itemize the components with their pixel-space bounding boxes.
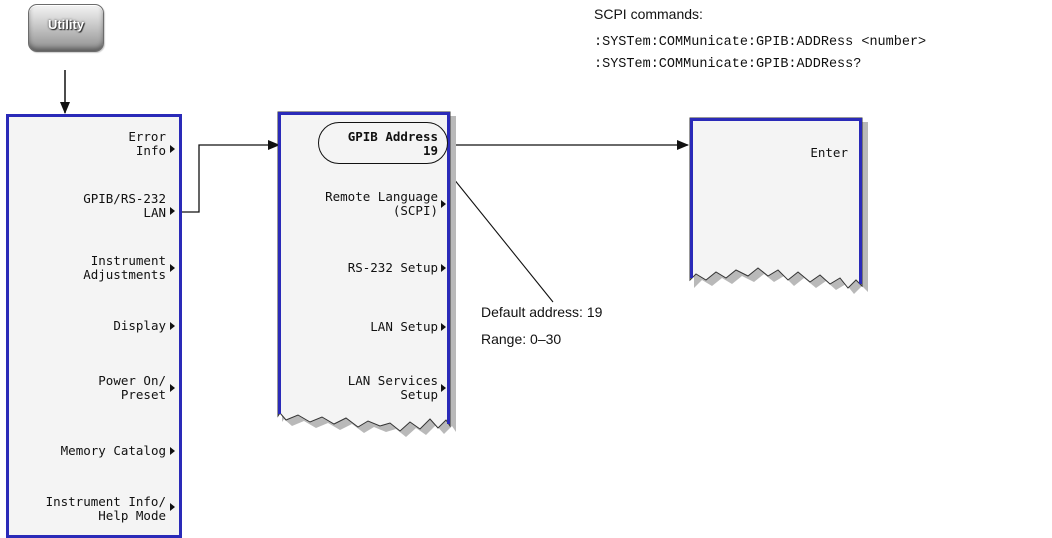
softkey-memory-catalog[interactable]: Memory Catalog xyxy=(61,444,166,458)
default-address-note: Default address: 19 xyxy=(481,304,603,320)
softkey-power-line2: Preset xyxy=(120,387,166,402)
submenu-arrow-icon xyxy=(170,207,175,215)
softkey-rs232-setup[interactable]: RS-232 Setup xyxy=(348,261,438,275)
softkey-info-line2: Help Mode xyxy=(98,508,166,523)
softkey-gpib-address[interactable]: GPIB Address 19 xyxy=(348,130,438,158)
softkey-enter[interactable]: Enter xyxy=(688,146,848,160)
submenu-arrow-icon xyxy=(441,384,446,392)
utility-hardkey[interactable]: Utility xyxy=(28,4,104,52)
default-address-pointer xyxy=(444,167,554,303)
gpib-softkey-labels: GPIB Address 19 Remote Language (SCPI) R… xyxy=(276,110,452,430)
softkey-remote-language[interactable]: Remote Language (SCPI) xyxy=(325,190,438,218)
submenu-arrow-icon xyxy=(170,503,175,511)
scpi-command-query: :SYSTem:COMMunicate:GPIB:ADDRess? xyxy=(594,57,862,72)
softkey-instrument-info-help[interactable]: Instrument Info/ Help Mode xyxy=(46,495,166,523)
scpi-title: SCPI commands: xyxy=(594,6,703,22)
gpib-softkey-menu xyxy=(277,111,456,437)
utility-hardkey-label: Utility xyxy=(47,17,85,32)
softkey-error-info[interactable]: Error Info xyxy=(128,130,166,158)
gpib-address-value: 19 xyxy=(422,143,438,158)
enter-softkey-menu xyxy=(689,117,868,294)
range-note: Range: 0–30 xyxy=(481,331,562,347)
softkey-power-on-preset[interactable]: Power On/ Preset xyxy=(98,374,166,402)
gpib-menu-connector xyxy=(180,140,280,213)
gpib-address-highlight xyxy=(318,122,448,164)
softkey-lan-setup[interactable]: LAN Setup xyxy=(370,320,438,334)
lan-setup-label: LAN Setup xyxy=(370,319,438,334)
submenu-arrow-icon xyxy=(441,323,446,331)
softkey-gpib-line1: GPIB/RS-232 xyxy=(83,191,166,206)
submenu-arrow-icon xyxy=(441,264,446,272)
softkey-adjustments-line1: Instrument xyxy=(90,253,166,268)
softkey-gpib-rs232-lan[interactable]: GPIB/RS-232 LAN xyxy=(83,192,166,220)
softkey-display-label: Display xyxy=(113,318,166,333)
softkey-info-line1: Instrument Info/ xyxy=(45,494,166,509)
gpib-address-label: GPIB Address xyxy=(347,129,438,144)
submenu-arrow-icon xyxy=(170,264,175,272)
submenu-arrow-icon xyxy=(170,447,175,455)
lan-services-line2: Setup xyxy=(400,387,438,402)
enter-label: Enter xyxy=(810,145,848,160)
submenu-arrow-icon xyxy=(170,384,175,392)
remote-language-line1: Remote Language xyxy=(325,189,438,204)
scpi-command-set: :SYSTem:COMMunicate:GPIB:ADDRess <number… xyxy=(594,35,927,50)
softkey-instrument-adjustments[interactable]: Instrument Adjustments xyxy=(83,254,166,282)
softkey-error-info-line1: Error xyxy=(128,129,166,144)
softkey-error-info-line2: Info xyxy=(135,143,166,158)
lan-services-line1: LAN Services xyxy=(347,373,438,388)
submenu-arrow-icon xyxy=(441,200,446,208)
softkey-power-line1: Power On/ xyxy=(98,373,166,388)
submenu-arrow-icon xyxy=(170,145,175,153)
softkey-gpib-line2: LAN xyxy=(143,205,166,220)
remote-language-line2: (SCPI) xyxy=(392,203,438,218)
utility-softkey-menu xyxy=(6,114,182,538)
rs232-setup-label: RS-232 Setup xyxy=(347,260,438,275)
softkey-display[interactable]: Display xyxy=(113,319,166,333)
softkey-adjustments-line2: Adjustments xyxy=(83,267,166,282)
utility-softkey-labels: Error Info GPIB/RS-232 LAN Instrument Ad… xyxy=(6,114,182,538)
softkey-lan-services-setup[interactable]: LAN Services Setup xyxy=(348,374,438,402)
submenu-arrow-icon xyxy=(170,322,175,330)
softkey-memory-label: Memory Catalog xyxy=(60,443,166,458)
